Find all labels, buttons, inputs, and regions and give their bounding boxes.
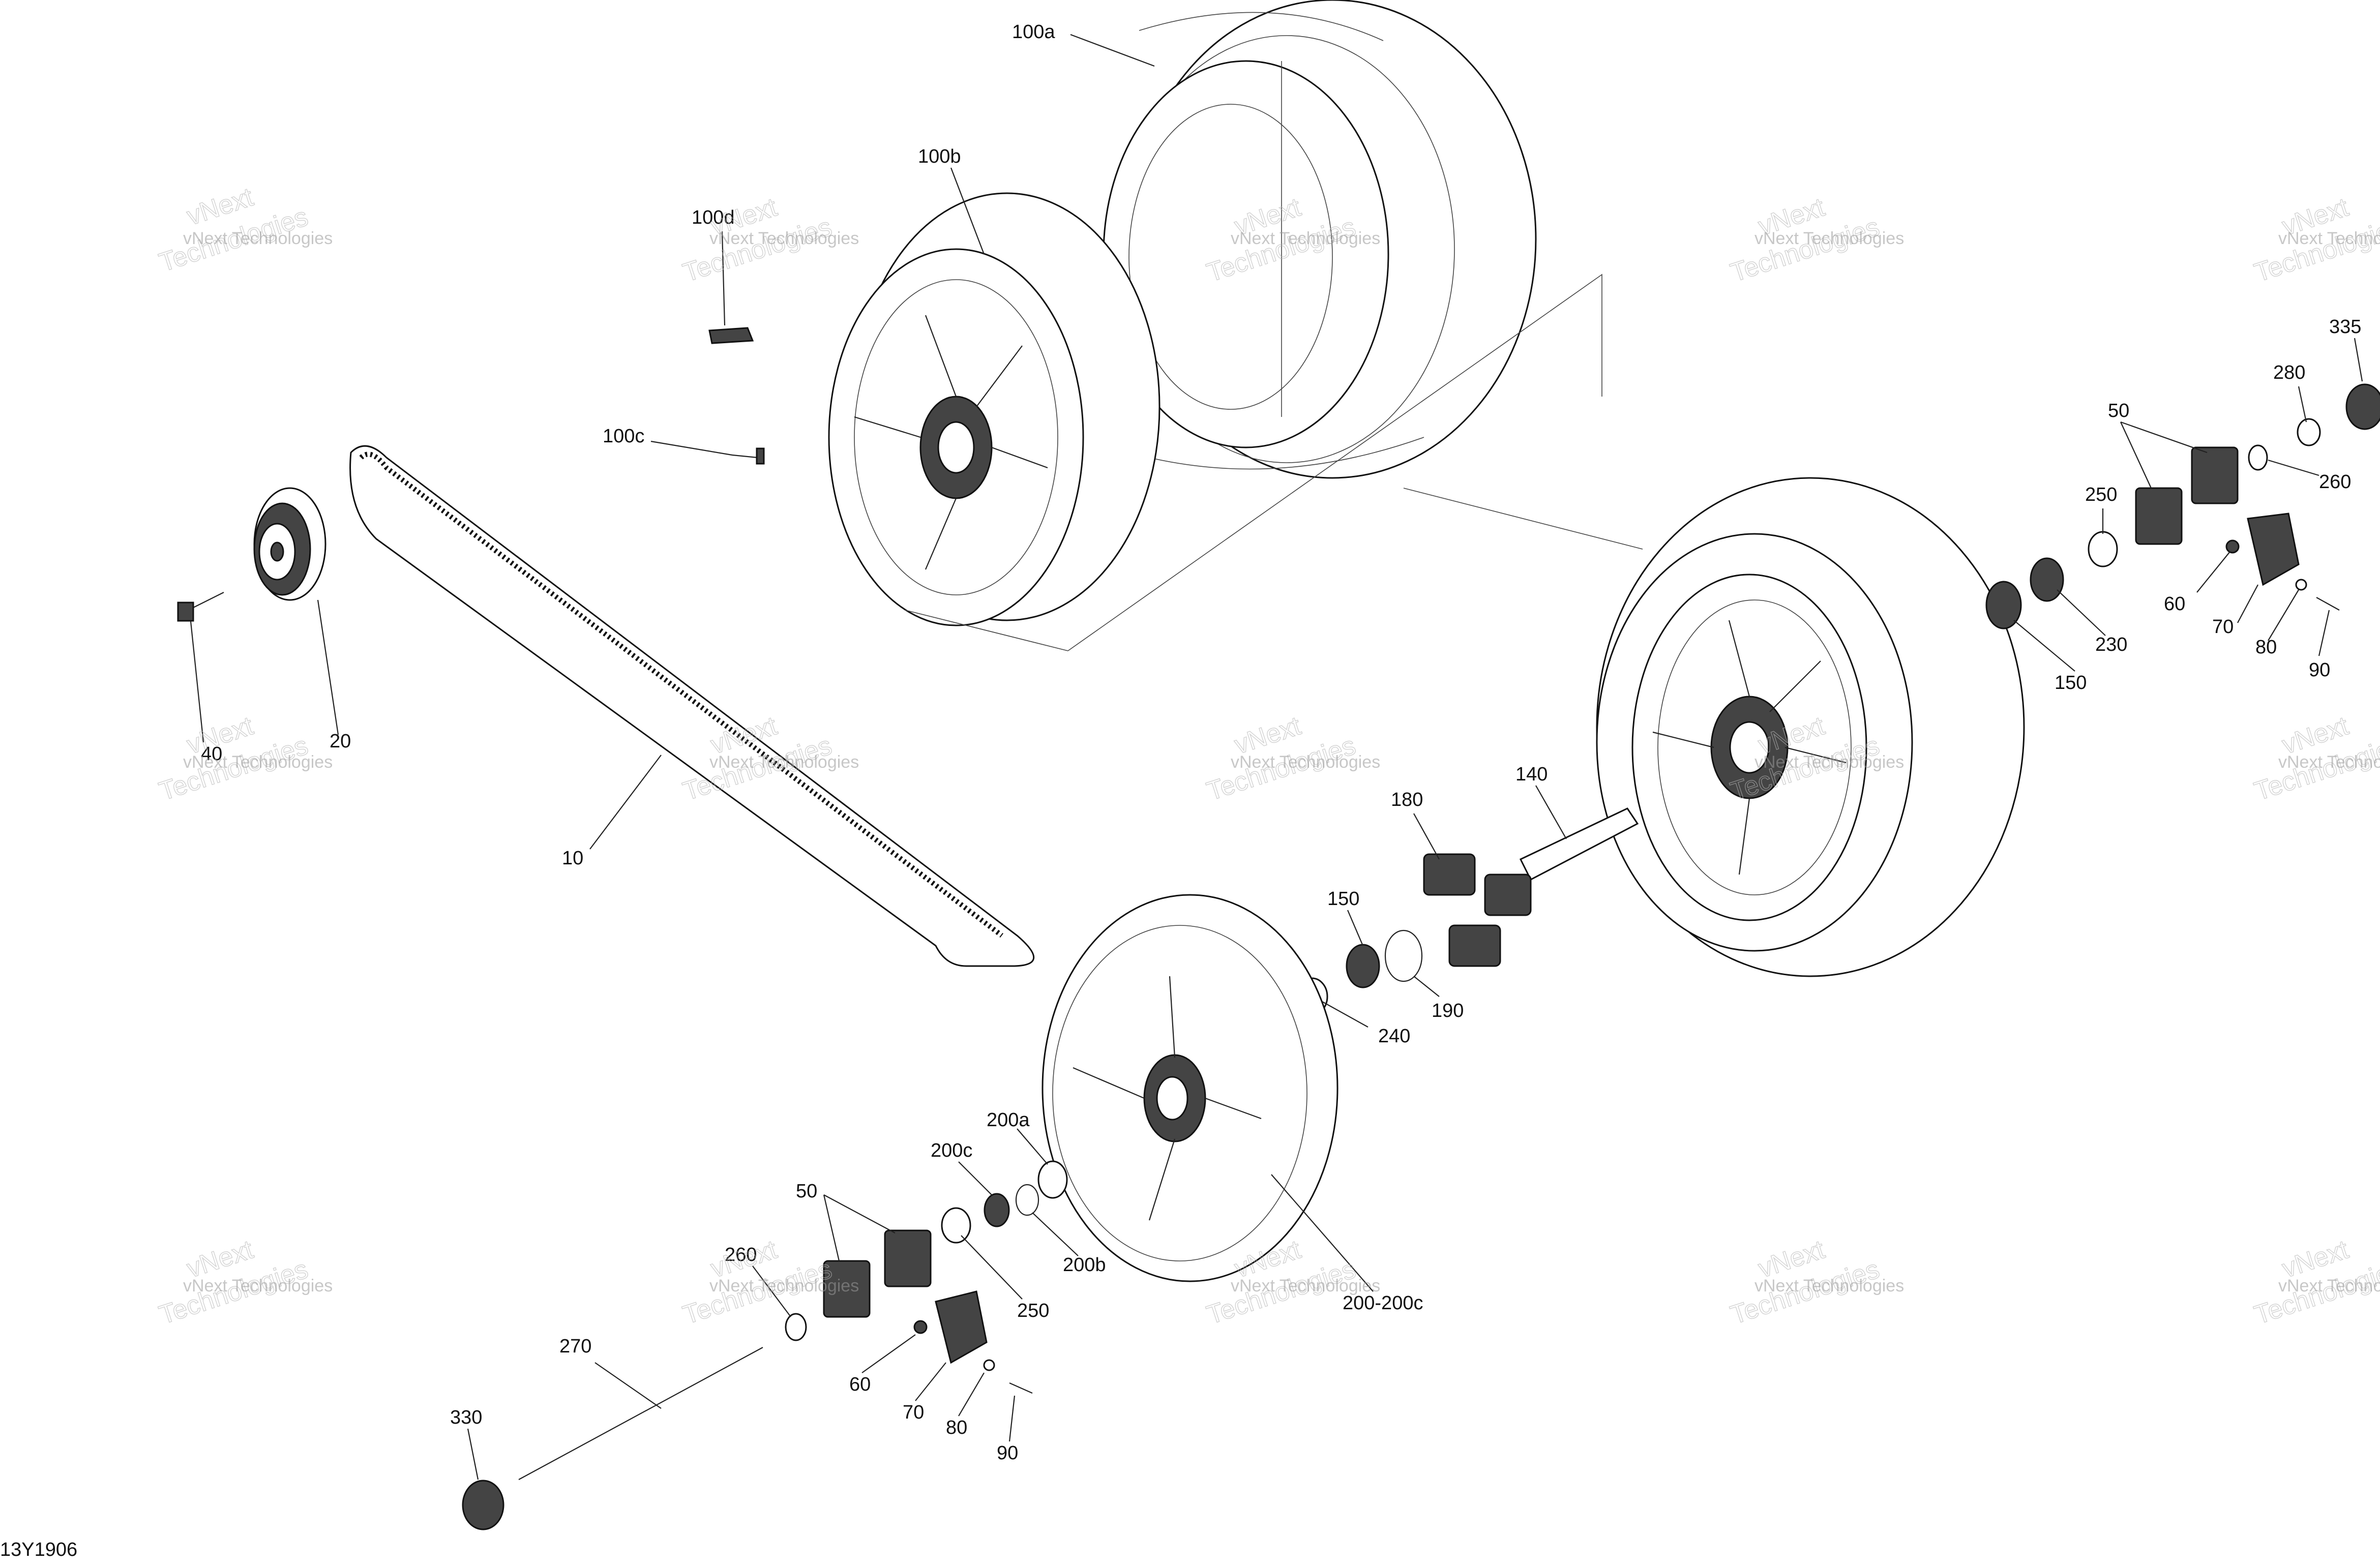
svg-text:vNext Technologies: vNext Technologies (1231, 1276, 1380, 1296)
callout-80-right: 80 (2255, 637, 2277, 658)
axle-140 (1519, 807, 1639, 881)
bearing-block-50-c (2191, 446, 2239, 504)
svg-text:vNext Technologies: vNext Technologies (2278, 753, 2380, 772)
callout-60-bottom: 60 (849, 1374, 871, 1395)
callout-labels: 100a 100b 100d 100c 335 280 260 50 250 6… (201, 21, 2361, 1464)
spacer-250-bottom (941, 1207, 971, 1244)
callout-70-bottom: 70 (903, 1402, 924, 1423)
callout-50-bottom: 50 (796, 1181, 817, 1202)
bolt-100c (732, 447, 765, 465)
tire-100a (1103, 0, 1537, 479)
seal-230 (2030, 557, 2064, 602)
washer-80-bottom (983, 1359, 995, 1371)
bearing-block-50-a (823, 1260, 871, 1318)
callout-140: 140 (1515, 764, 1548, 785)
callout-250-bottom: 250 (1017, 1300, 1049, 1321)
wheel-assembly (1596, 477, 2025, 977)
bolt-90-bottom (1009, 1382, 1033, 1394)
svg-text:vNext Technologies: vNext Technologies (183, 1276, 333, 1296)
rim-100b (828, 192, 1161, 626)
washer-260-right (2248, 444, 2268, 471)
damper-180 (1423, 853, 1532, 967)
svg-text:vNext Technologies: vNext Technologies (1231, 229, 1380, 248)
nut-60-bottom (913, 1320, 928, 1334)
leader-lines (190, 34, 2363, 1480)
bearing-200c (984, 1193, 1010, 1227)
callout-40: 40 (201, 743, 222, 765)
callout-250-right: 250 (2085, 484, 2117, 505)
callout-260-bottom: 260 (725, 1244, 757, 1266)
circlip-190 (1384, 929, 1423, 982)
callout-60-right: 60 (2164, 593, 2185, 615)
valve-100d (708, 327, 754, 344)
callout-270: 270 (559, 1336, 591, 1357)
cover-70-right (2247, 513, 2300, 586)
callout-240: 240 (1378, 1026, 1410, 1047)
svg-text:vNext Technologies: vNext Technologies (709, 229, 859, 248)
callout-20: 20 (330, 731, 351, 752)
bearing-150-right (1985, 581, 2022, 629)
callout-280: 280 (2273, 362, 2305, 383)
callout-150-middle: 150 (1327, 888, 1359, 910)
svg-text:vNext Technologies: vNext Technologies (2278, 1276, 2380, 1296)
nut-60-right (2225, 539, 2240, 554)
nut-330 (462, 1480, 504, 1530)
callout-100a: 100a (1012, 21, 1055, 43)
svg-text:vNext Technologies: vNext Technologies (1231, 753, 1380, 772)
diagram-code: 13Y1906 (0, 1539, 77, 1560)
circlip-200b (1015, 1184, 1039, 1216)
cover-70-bottom (935, 1290, 988, 1364)
callout-260-right: 260 (2319, 471, 2351, 493)
washer-260-bottom (785, 1313, 807, 1341)
spacer-250-right (2088, 531, 2118, 567)
bearing-block-50-d (2135, 487, 2183, 545)
svg-text:vNext Technologies: vNext Technologies (709, 753, 859, 772)
callout-90-right: 90 (2309, 659, 2330, 681)
bearing-150-middle (1346, 944, 1380, 988)
svg-text:vNext Technologies: vNext Technologies (2278, 229, 2380, 248)
callout-200b: 200b (1063, 1254, 1106, 1276)
callout-80-bottom: 80 (946, 1417, 967, 1438)
callout-150-right: 150 (2055, 672, 2087, 694)
cap-335 (2345, 383, 2380, 430)
svg-text:vNext Technologies: vNext Technologies (1754, 753, 1904, 772)
assembly-guide-lines (905, 274, 1643, 651)
callout-70-right: 70 (2212, 616, 2234, 638)
callout-335: 335 (2329, 316, 2361, 338)
callout-200-200c: 200-200c (1343, 1292, 1423, 1314)
callout-180: 180 (1391, 789, 1423, 810)
sprocket-200 (1042, 894, 1338, 1282)
callout-100d: 100d (692, 207, 735, 228)
svg-text:vNext Technologies: vNext Technologies (1754, 1276, 1904, 1296)
callout-230: 230 (2095, 634, 2127, 655)
callout-200a: 200a (987, 1109, 1030, 1131)
callout-190: 190 (1432, 1000, 1464, 1021)
svg-text:vNext Technologies: vNext Technologies (183, 753, 333, 772)
bearing-block-50-b (884, 1229, 932, 1287)
callout-100b: 100b (918, 146, 961, 167)
svg-text:vNext Technologies: vNext Technologies (183, 229, 333, 248)
pulley-20 (253, 487, 326, 601)
callout-330: 330 (450, 1407, 482, 1428)
shaft-270 (518, 1347, 763, 1480)
callout-50-right: 50 (2108, 400, 2129, 422)
callout-90-bottom: 90 (997, 1442, 1018, 1464)
callout-100c: 100c (603, 426, 644, 447)
bolt-40 (177, 592, 224, 622)
callout-200c: 200c (931, 1140, 972, 1161)
callout-10: 10 (562, 848, 583, 869)
bearing-200a (1037, 1160, 1068, 1199)
svg-text:vNext Technologies: vNext Technologies (709, 1276, 859, 1296)
washer-80-right (2295, 579, 2307, 591)
nut-280 (2297, 418, 2321, 446)
bolt-90-right (2316, 597, 2340, 611)
svg-text:vNext Technologies: vNext Technologies (1754, 229, 1904, 248)
belt-10 (349, 445, 1034, 967)
